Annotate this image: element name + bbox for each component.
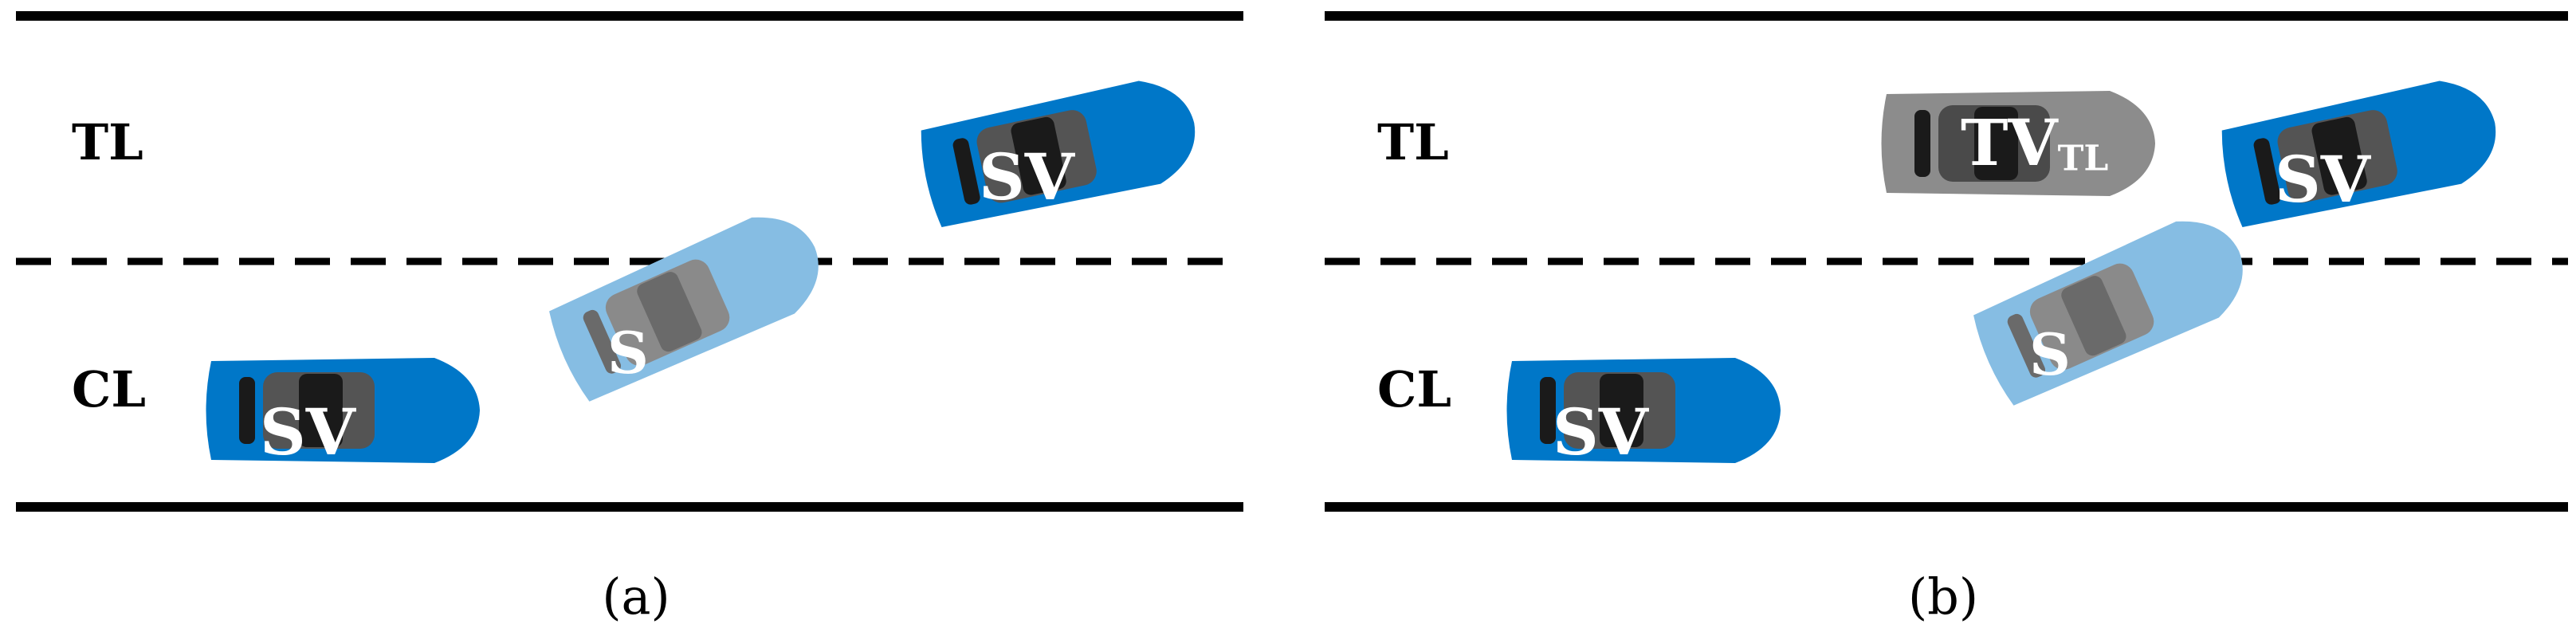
car-tv-tl (1881, 91, 2155, 196)
car-sv-top (921, 80, 1196, 227)
lane-label-tl: TL (1377, 113, 1449, 171)
road-diagram-a (16, 11, 1243, 512)
car-label-sv-bottom: SV (260, 395, 355, 469)
panel-b: TL CL TVTL SV S SV (b) (1293, 0, 2576, 644)
car-label-s: S (607, 319, 649, 387)
car-label-sv-top: SV (979, 139, 1074, 214)
panel-a: TL CL SV S SV (a) (0, 0, 1243, 644)
lane-label-cl: CL (1377, 360, 1451, 418)
caption-a: (a) (602, 567, 670, 626)
car-sv-top (2221, 80, 2496, 227)
caption-b: (b) (1907, 567, 1979, 626)
car-sv-bottom (1506, 358, 1781, 463)
lane-label-cl: CL (72, 360, 146, 418)
car-sv-bottom (206, 358, 480, 463)
car-label-tv-tl: TVTL (1961, 105, 2109, 180)
road-diagram-b (1325, 11, 2568, 512)
car-s (549, 217, 819, 402)
car-label-sv-top: SV (2275, 142, 2370, 217)
car-label-sv-bottom: SV (1553, 395, 1648, 469)
car-label-s: S (2029, 320, 2071, 388)
car-s (1973, 221, 2243, 406)
lane-label-tl: TL (72, 113, 143, 171)
